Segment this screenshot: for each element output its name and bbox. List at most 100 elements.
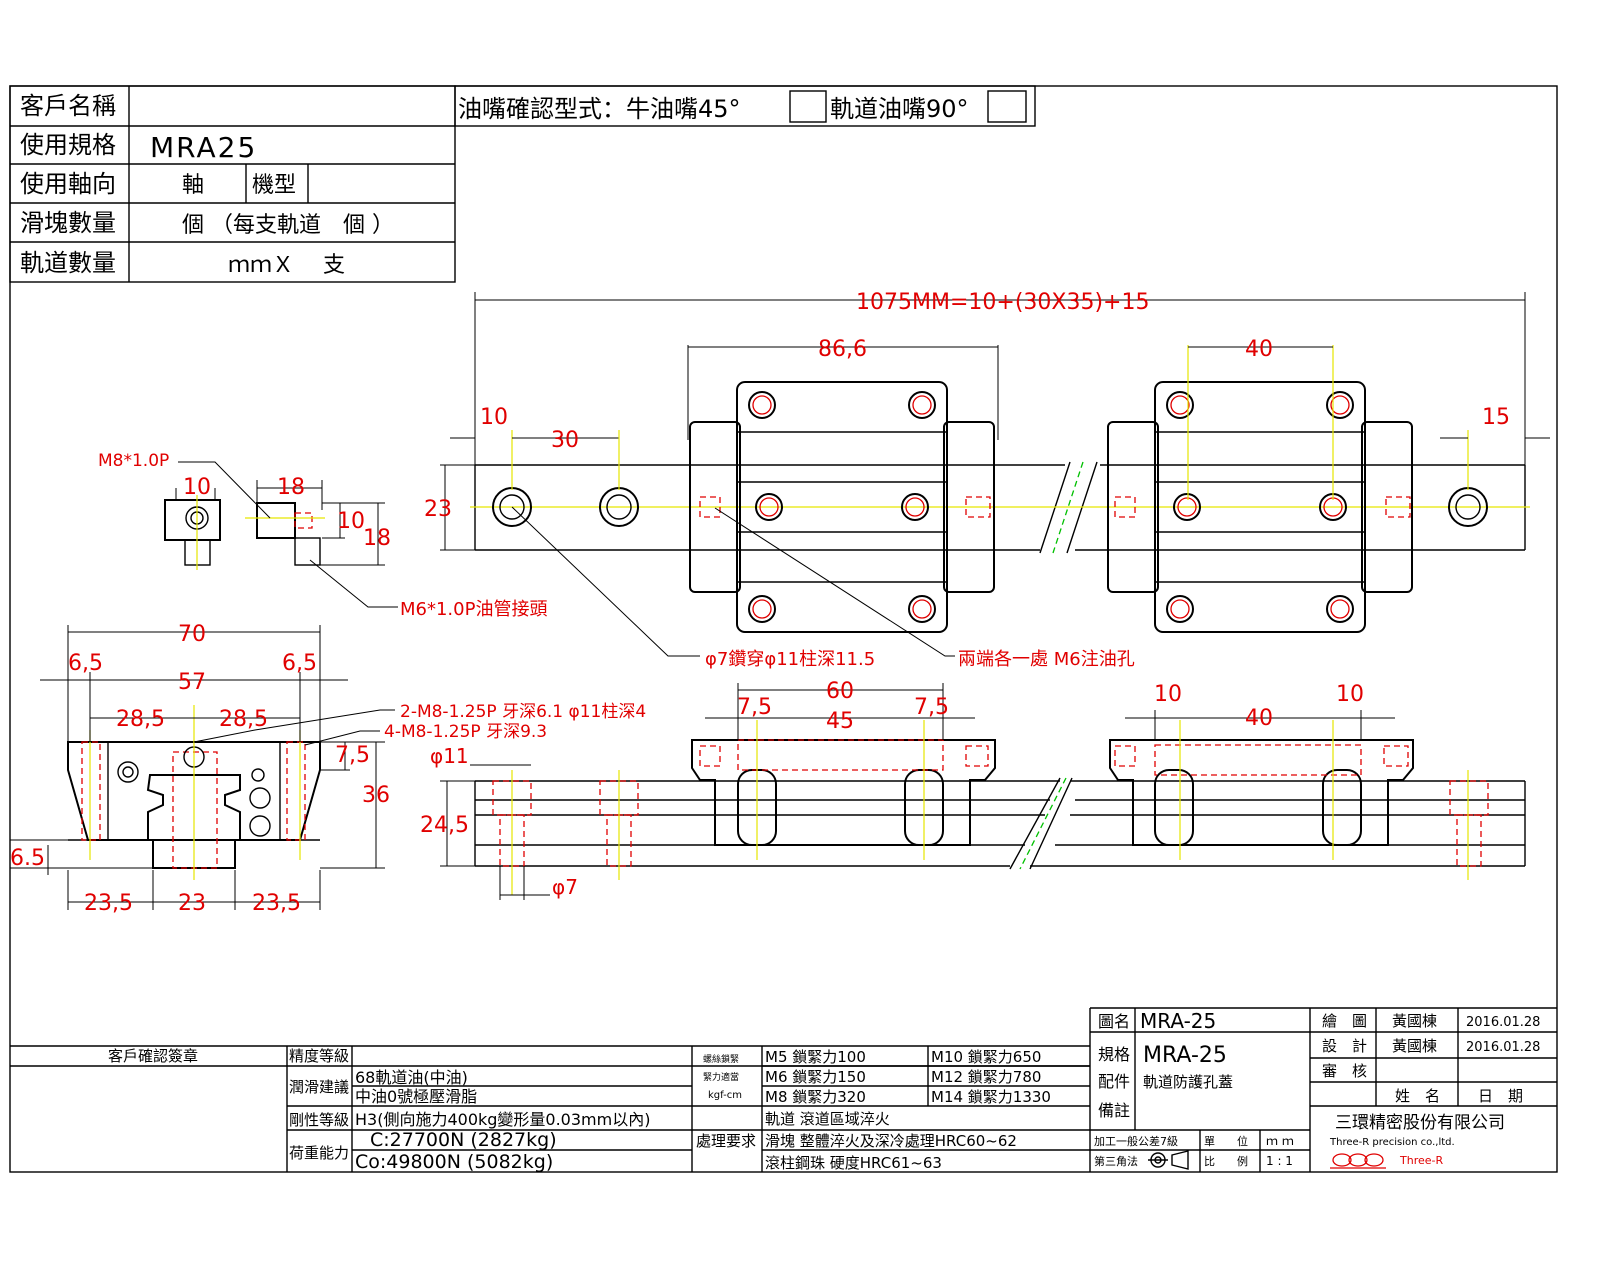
dim-15-top: 15: [1482, 405, 1510, 430]
dim-10-side-left: 10: [1154, 682, 1182, 707]
torque-m14: M14 鎖緊力1330: [931, 1088, 1051, 1106]
logo-text: Three-R: [1399, 1154, 1443, 1167]
design-name: 黃國棟: [1392, 1037, 1437, 1055]
name-label: 姓 名: [1395, 1087, 1440, 1105]
dim-70: 70: [178, 622, 206, 647]
dim-57: 57: [178, 670, 206, 695]
part-value: 軌道防護孔蓋: [1143, 1073, 1233, 1091]
scale-label: 比 例: [1204, 1154, 1248, 1168]
dim-10-nip: 10: [183, 475, 211, 500]
header-table: [9, 85, 1036, 283]
customer-label: 客戶名稱: [20, 92, 116, 120]
design-date: 2016.01.28: [1466, 1040, 1540, 1055]
process-rail: 軌道 滾道區域淬火: [765, 1110, 890, 1128]
date-label: 日 期: [1478, 1087, 1523, 1105]
dim-7-5-side-left: 7,5: [737, 695, 772, 720]
dim-60: 60: [826, 679, 854, 704]
lube-oil: 68軌道油(中油): [355, 1068, 468, 1087]
dim-18-nip: 18: [277, 475, 305, 500]
dim-10-top: 10: [480, 405, 508, 430]
dim-phi11: φ11: [430, 744, 469, 768]
machine-label: 機型: [252, 173, 296, 198]
spec-value: MRA25: [150, 131, 257, 164]
rails-value: ｍｍＸ 支: [228, 253, 345, 278]
top-view: [440, 292, 1550, 657]
oil-hole-callout: 兩端各一處 M6注油孔: [958, 649, 1135, 670]
figname-value: MRA-25: [1140, 1009, 1216, 1033]
dim-23-top: 23: [424, 497, 452, 522]
design-label: 設 計: [1322, 1037, 1367, 1055]
dim-6-5-left: 6,5: [68, 651, 103, 676]
nozzle-type-text-2: 軌道油嘴90°: [830, 95, 969, 123]
torque-label-a: 螺絲鎖緊: [703, 1053, 739, 1065]
projection-text: 第三角法: [1094, 1154, 1138, 1168]
dim-18-nip-b: 18: [363, 526, 391, 551]
hole-callout: φ7鑽穿φ11柱深11.5: [705, 649, 875, 670]
dim-7-5-side-right: 7,5: [914, 695, 949, 720]
axis-label: 使用軸向: [20, 170, 116, 198]
torque-label-b: 緊力適當: [703, 1071, 739, 1083]
nozzle-type-text: 油嘴確認型式：牛油嘴45°: [458, 95, 741, 123]
torque-unit: kgf-cm: [708, 1090, 742, 1101]
part-label: 配件: [1098, 1072, 1130, 1091]
load-label: 荷重能力: [289, 1144, 349, 1162]
rigid-label: 剛性等級: [289, 1111, 349, 1129]
figname-label: 圖名: [1098, 1012, 1130, 1031]
process-label: 處理要求: [696, 1132, 756, 1150]
dim-30-top: 30: [551, 428, 579, 453]
tb-spec-value: MRA-25: [1143, 1043, 1227, 1068]
dim-23-5-right: 23,5: [252, 891, 301, 916]
dim-10-side-right: 10: [1336, 682, 1364, 707]
tap-callout-1: 2-M8-1.25P 牙深6.1 φ11柱深4: [400, 702, 646, 722]
torque-m6: M6 鎖緊力150: [765, 1068, 866, 1086]
draw-name: 黃國棟: [1392, 1012, 1437, 1030]
dim-23-front: 23: [178, 891, 206, 916]
dim-24-5: 24,5: [420, 813, 469, 838]
dim-6-5-right: 6,5: [282, 651, 317, 676]
sheet-border: [9, 85, 1558, 1173]
dim-86-6: 86,6: [818, 337, 867, 362]
front-view: [10, 625, 395, 910]
company-name: 三環精密股份有限公司: [1335, 1113, 1505, 1133]
stamp-label: 客戶確認簽章: [108, 1047, 198, 1065]
process-balls: 滾柱鋼珠 硬度HRC61~63: [765, 1154, 942, 1172]
torque-m12: M12 鎖緊力780: [931, 1068, 1041, 1086]
dim-6-5-bottom: 6.5: [10, 846, 45, 871]
dim-10-nip-b: 10: [337, 509, 365, 534]
unit-value: ｍ ｍ: [1266, 1134, 1294, 1148]
blocks-value: 個 （每支軌道 個 ）: [182, 213, 394, 238]
m6-nipple-callout: M6*1.0P油管接頭: [400, 599, 547, 620]
spec-label: 使用規格: [20, 131, 116, 159]
company-name-en: Three-R precision co.,ltd.: [1329, 1137, 1455, 1148]
check-label: 審 核: [1322, 1062, 1367, 1080]
blocks-label: 滑塊數量: [20, 209, 116, 237]
unit-label: 單 位: [1204, 1134, 1248, 1148]
axis-value: 軸: [182, 173, 204, 198]
dim-28-5-left: 28,5: [116, 707, 165, 732]
scale-value: 1 : 1: [1266, 1154, 1293, 1168]
dim-36: 36: [362, 783, 390, 808]
dim-28-5-right: 28,5: [219, 707, 268, 732]
dim-23-5-left: 23,5: [84, 891, 133, 916]
note-label: 備註: [1098, 1101, 1130, 1120]
draw-date: 2016.01.28: [1466, 1015, 1540, 1030]
tolerance-text: 加工一般公差7級: [1094, 1134, 1178, 1148]
process-block: 滑塊 整體淬火及深冷處理HRC60~62: [765, 1132, 1017, 1150]
dim-7-5-front: 7,5: [335, 743, 370, 768]
dim-40-top: 40: [1245, 337, 1273, 362]
tap-callout-2: 4-M8-1.25P 牙深9.3: [384, 722, 547, 742]
lube-grease: 中油0號極壓滑脂: [355, 1087, 477, 1106]
m8-callout: M8*1.0P: [98, 451, 169, 471]
dim-phi7: φ7: [552, 875, 578, 899]
nipple-detail: [164, 461, 398, 608]
dim-40-side: 40: [1245, 706, 1273, 731]
load-dynamic: C:27700N (2827kg): [370, 1129, 557, 1151]
rails-label: 軌道數量: [20, 249, 116, 277]
accuracy-label: 精度等級: [289, 1047, 349, 1065]
draw-label: 繪 圖: [1322, 1012, 1367, 1030]
spec-table: [10, 1007, 1557, 1172]
torque-m5: M5 鎖緊力100: [765, 1048, 866, 1066]
load-static: Co:49800N (5082kg): [355, 1151, 553, 1173]
torque-m8: M8 鎖緊力320: [765, 1088, 866, 1106]
side-view: [440, 683, 1526, 900]
